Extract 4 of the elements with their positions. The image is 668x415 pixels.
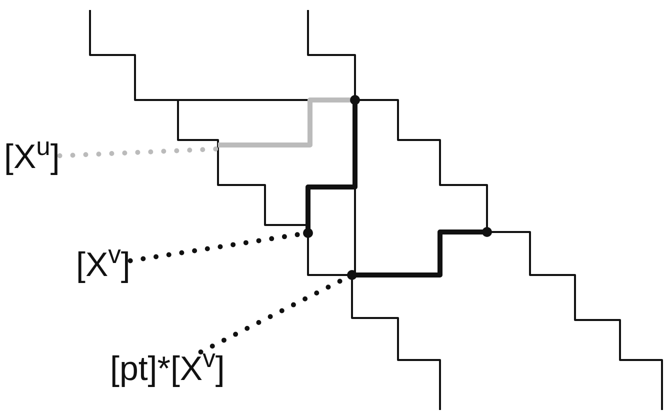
leader-line: [57, 146, 218, 158]
math-label: [X$^{u}$]: [4, 140, 60, 174]
math-label: [X$^{v}$]: [76, 248, 130, 282]
math-label: [pt]*[X$^{v}$]: [110, 352, 225, 386]
